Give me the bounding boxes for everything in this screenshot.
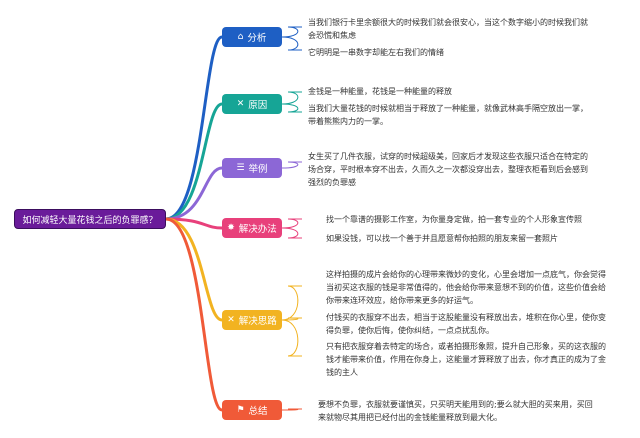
flag-icon: ⚑	[236, 404, 245, 415]
leaf-topic[interactable]: 它明明是一串数字却能左右我们的情绪	[308, 48, 444, 57]
leaf-connector	[281, 227, 302, 239]
branch-connector	[164, 217, 224, 230]
branch-label: 总结	[248, 406, 268, 417]
list-icon: ☰	[236, 162, 245, 173]
leaf-connector	[281, 317, 302, 321]
branch-label: 解决思路	[238, 316, 277, 327]
leaf-topic[interactable]: 金钱是一种能量，花钱是一种能量的释放	[308, 87, 452, 96]
branch-topic[interactable]: ✕原因	[222, 94, 282, 114]
branch-connector	[164, 102, 224, 221]
leaf-connector	[281, 103, 302, 113]
leaf-topic[interactable]: 付钱买的衣服穿不出去，相当于这股能量没有释放出去，堆积在你心里，使你变得负罪，使…	[326, 313, 606, 335]
leaf-topic[interactable]: 找一个靠谱的摄影工作室，为你量身定做，拍一套专业的个人形象宣传照	[326, 215, 582, 224]
leaf-connector	[281, 218, 302, 229]
leaf-topic[interactable]: 要想不负罪，衣服就要谨慎买，只买明天能用到的;要么就大胆的买来用，买回来就物尽其…	[318, 400, 593, 422]
leaf-connector	[281, 408, 302, 411]
branch-connector	[164, 166, 224, 221]
leaf-connector	[281, 161, 302, 169]
leaf-topic[interactable]: 如果没钱，可以找一个善于并且愿意帮你拍照的朋友来留一套照片	[326, 234, 558, 243]
leaf-topic[interactable]: 当我们银行卡里余额很大的时候我们就会很安心，当这个数字缩小的时候我们就会恐慌和焦…	[308, 18, 588, 40]
leaf-connector	[281, 285, 302, 321]
leaf-topic[interactable]: 只有把衣服穿着去特定的场合，或者拍摄形象照，提升自己形象，买的这衣服的钱才能带来…	[326, 342, 606, 377]
branch-topic[interactable]: ☰举例	[222, 158, 282, 178]
branch-label: 解决办法	[238, 224, 277, 235]
leaf-topic[interactable]: 这样拍摄的成片会给你的心理带来微妙的变化，心里会增加一点底气，你会觉得当初买这衣…	[326, 270, 606, 305]
branch-connector	[164, 35, 224, 221]
branch-topic[interactable]: ⚑总结	[222, 400, 282, 420]
branch-connector	[164, 217, 224, 412]
tools-icon: ✕	[236, 98, 245, 109]
leaf-connector	[281, 36, 302, 51]
branch-topic[interactable]: ✕解决思路	[222, 310, 282, 330]
branch-label: 举例	[248, 164, 268, 175]
branch-connector	[164, 217, 224, 322]
house-icon: ⌂	[237, 31, 244, 42]
leaf-connector	[281, 91, 302, 105]
branch-label: 原因	[248, 100, 268, 111]
tools-icon: ✕	[227, 314, 235, 325]
branch-topic[interactable]: ✸解决办法	[222, 218, 282, 238]
root-topic[interactable]: 如何减轻大量花钱之后的负罪感？	[14, 209, 166, 229]
leaf-topic[interactable]: 女生买了几件衣服，试穿的时候超级美，回家后才发现这些衣服只适合在特定的场合穿，平…	[308, 152, 588, 187]
leaf-connector	[281, 26, 302, 38]
lightbulb-icon: ✸	[227, 222, 235, 233]
leaf-topic[interactable]: 当我们大量花钱的时候就相当于释放了一种能量，就像武林高手隔空放出一掌，带着熊熊内…	[308, 104, 588, 126]
branch-topic[interactable]: ⌂分析	[222, 27, 282, 47]
leaf-connector	[281, 319, 302, 357]
branch-label: 分析	[247, 33, 267, 44]
